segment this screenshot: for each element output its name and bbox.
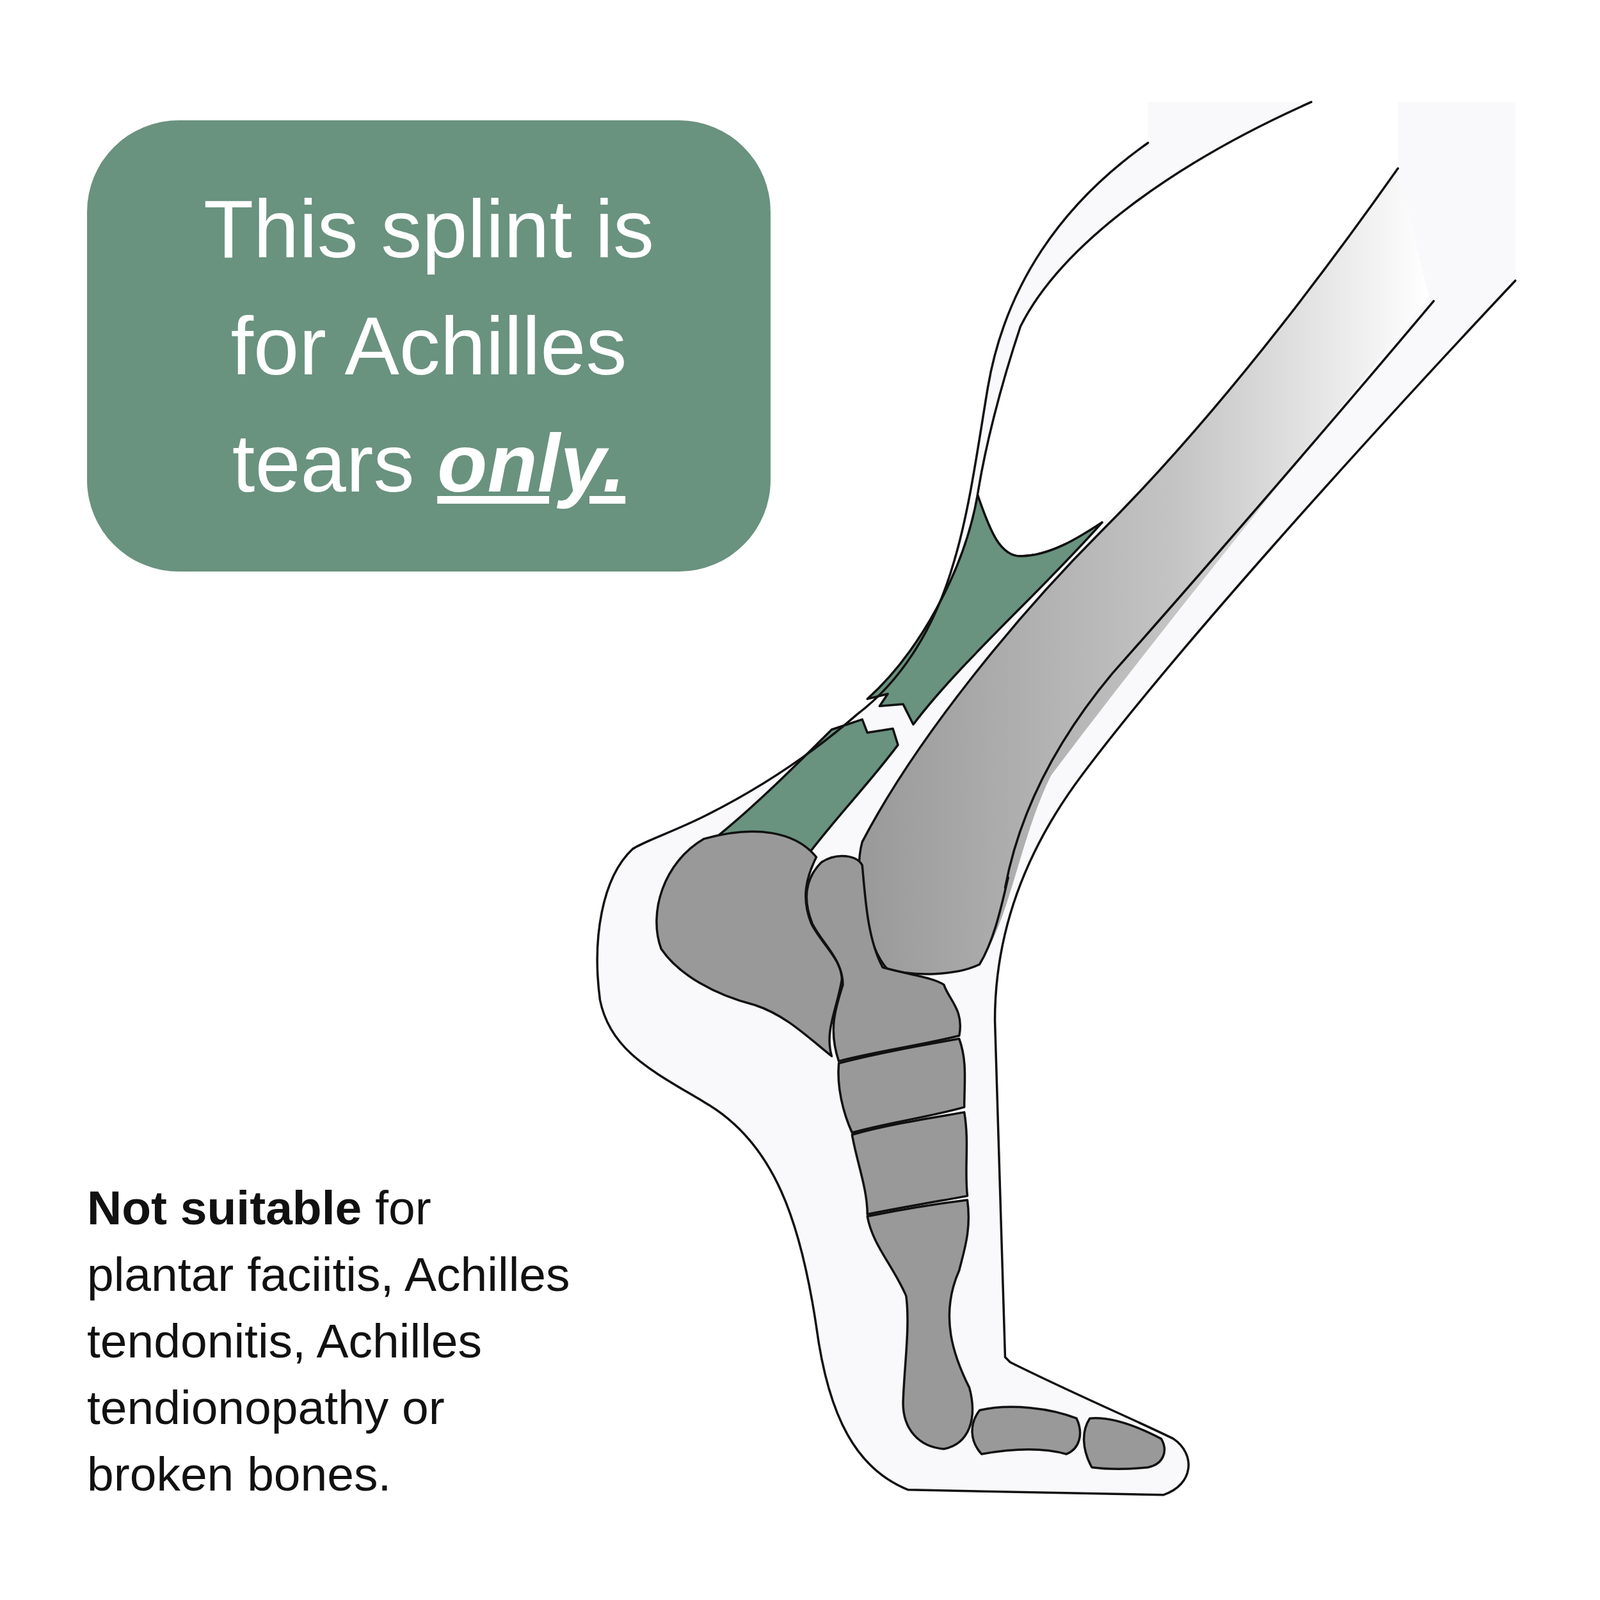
warning-heading: Not suitable: [87, 1180, 362, 1235]
callout-box: This splint is for Achilles tearsonly.: [87, 120, 771, 572]
achilles-tendon-upper: [867, 494, 1103, 725]
warning-note: Not suitablefor plantar faciitis, Achill…: [87, 1174, 584, 1508]
callout-text: This splint is for Achilles tearsonly.: [148, 170, 710, 522]
emphasis-text: only.: [437, 417, 626, 509]
talus-bone: [806, 855, 960, 1062]
shin-outline: [1004, 300, 1434, 888]
metatarsal-bone: [867, 1200, 973, 1449]
calf-outline: [977, 101, 1311, 557]
tarsal-bone: [851, 1112, 968, 1215]
heel-bone: [656, 831, 842, 1056]
toe-bone: [972, 1406, 1080, 1455]
tibia-outline: [858, 168, 1398, 975]
tibia-bone: [858, 168, 1429, 975]
toe-bone: [1084, 1418, 1165, 1469]
